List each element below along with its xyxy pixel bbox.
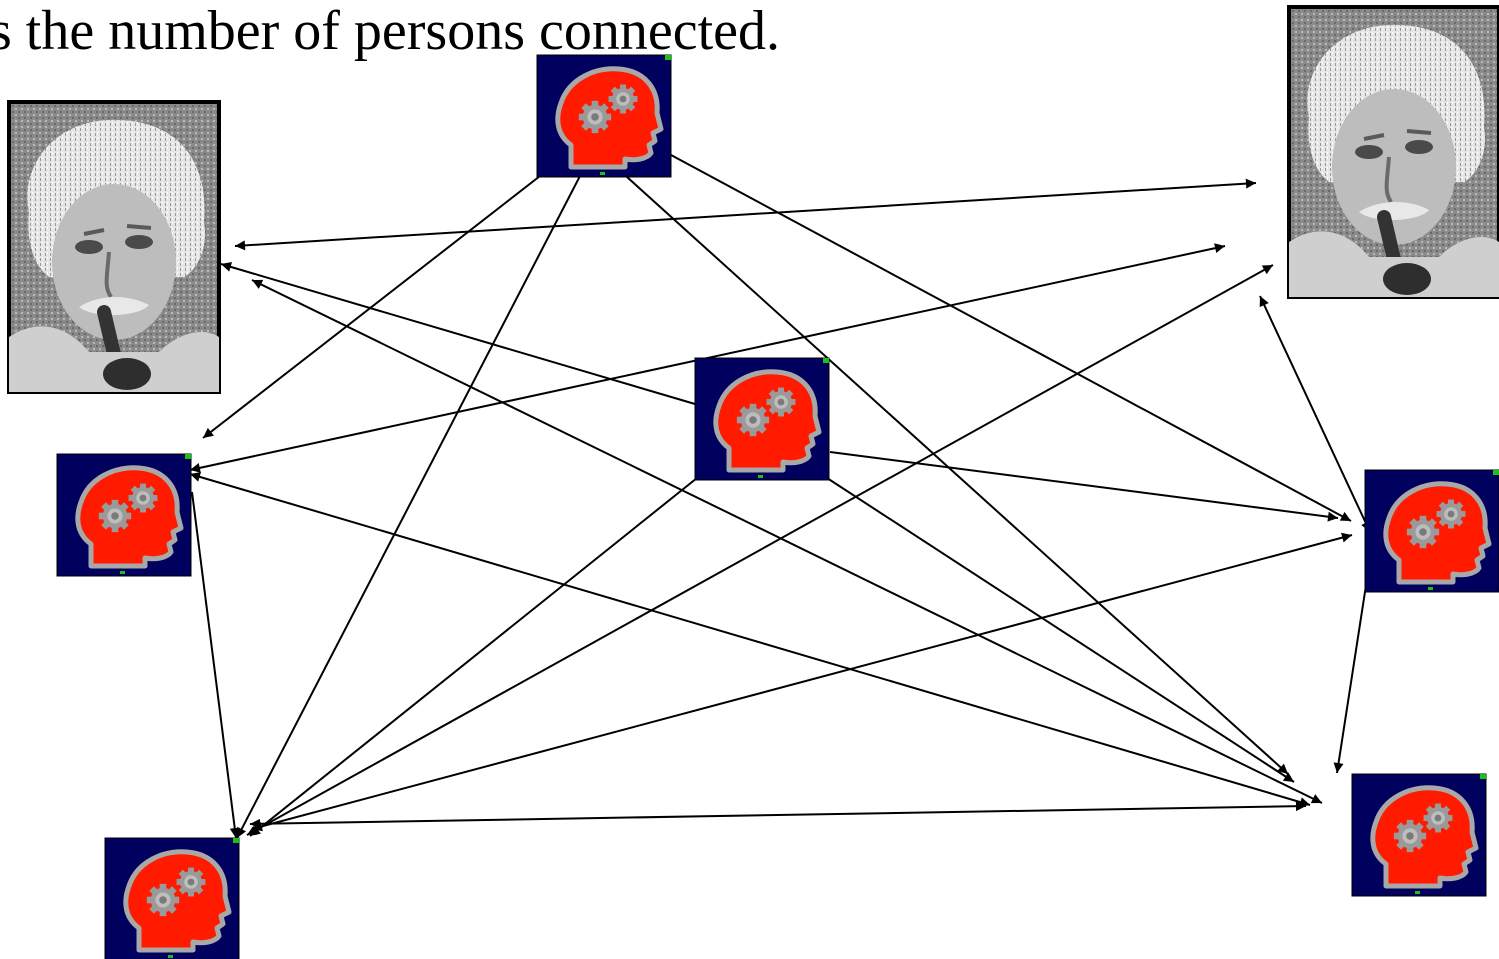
head-icon-bottom-right [1352, 774, 1486, 896]
arrow-b-bottom-right [826, 477, 1295, 783]
arrow-a-bottom-left [236, 175, 581, 839]
head-icon-center [695, 358, 829, 480]
head-icon-top-center [537, 55, 671, 177]
head-icon-bottom-left [105, 838, 239, 959]
arrow-c-bottom-left [191, 491, 240, 839]
arrow-d-bottom-right [249, 801, 1307, 829]
arrow-portrait-to-portrait [234, 178, 1257, 251]
portrait-right [1289, 7, 1499, 297]
arrow-b-right-mid [829, 451, 1339, 522]
portrait-left [9, 102, 219, 392]
arrow-a-left-mid [202, 175, 541, 439]
arrow-d-right-mid [251, 532, 1353, 832]
head-icon-left-mid [57, 454, 191, 576]
caption-text: s the number of persons connected. [0, 0, 780, 62]
arrow-b-bottom-left [249, 477, 698, 837]
arrow-b-portrait-left [220, 262, 696, 405]
arrow-e-portrait-right [1259, 295, 1371, 533]
head-icon-right-mid [1365, 470, 1499, 592]
connection-arrows [189, 154, 1375, 839]
